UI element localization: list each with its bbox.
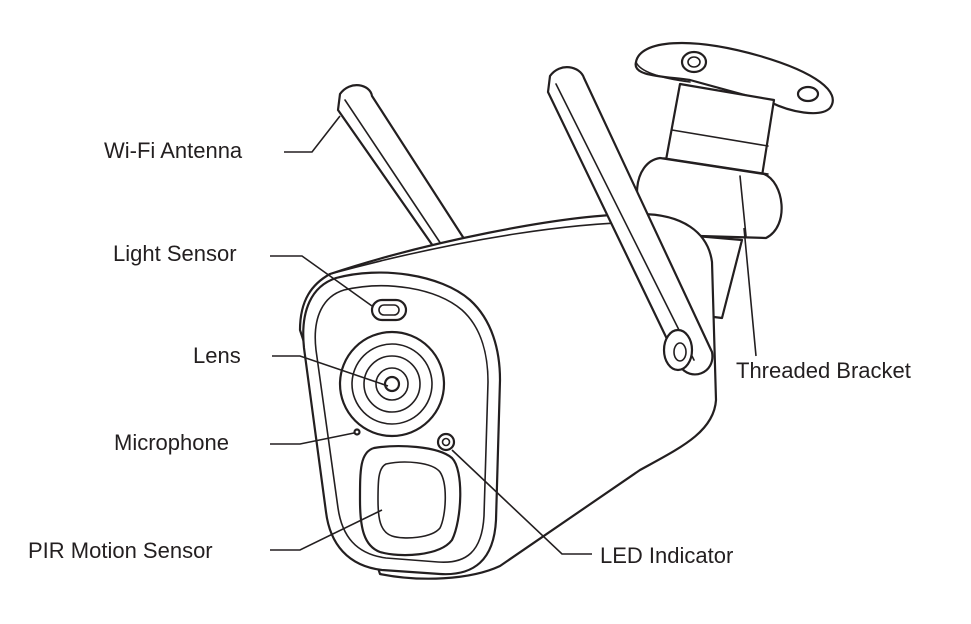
label-threaded-bracket: Threaded Bracket bbox=[736, 358, 911, 383]
mount-plate bbox=[634, 41, 834, 115]
label-wifi-antenna: Wi-Fi Antenna bbox=[104, 138, 243, 163]
leader-light bbox=[270, 255, 373, 307]
leader-mic bbox=[270, 432, 355, 445]
leader-wifi bbox=[284, 115, 341, 153]
antenna-right bbox=[546, 66, 714, 376]
light-sensor bbox=[370, 298, 408, 322]
threaded-bracket bbox=[635, 82, 783, 320]
pir-motion-sensor bbox=[358, 445, 462, 557]
lens bbox=[338, 330, 446, 438]
led-indicator bbox=[436, 432, 456, 452]
leader-led bbox=[451, 449, 592, 555]
label-led-indicator: LED Indicator bbox=[600, 543, 734, 568]
label-pir-motion-sensor: PIR Motion Sensor bbox=[28, 538, 213, 563]
leader-bracket bbox=[743, 227, 757, 357]
label-lens: Lens bbox=[193, 343, 241, 368]
microphone bbox=[353, 428, 361, 436]
leader-lens bbox=[272, 355, 389, 387]
leader-lines bbox=[270, 115, 757, 555]
label-microphone: Microphone bbox=[114, 430, 229, 455]
antenna-left bbox=[336, 84, 472, 258]
label-light-sensor: Light Sensor bbox=[113, 241, 237, 266]
leader-pir bbox=[270, 509, 383, 551]
